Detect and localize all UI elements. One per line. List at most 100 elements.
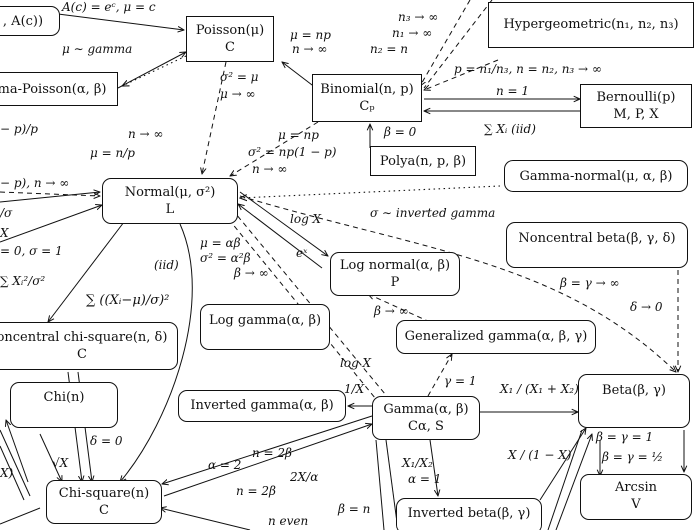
node-bernoulli: Bernoulli(p) M, P, X [580, 84, 692, 128]
node-noncentral-beta: Noncentral beta(β, γ, δ) [506, 222, 688, 268]
edge-gamma-down-2 [375, 439, 385, 530]
node-top-left-fragment-title: , A(c)) [2, 14, 44, 29]
node-poisson-props: C [225, 40, 235, 55]
edge-poisson-to-gamma-poisson [122, 55, 187, 86]
label-n-even: n even [268, 514, 309, 528]
node-arcsin: Arcsin V [580, 474, 692, 520]
node-beta: Beta(β, γ) [578, 374, 690, 428]
label-beta-n: β = n [338, 502, 371, 516]
edge-beta-to-inverted-beta [547, 429, 583, 530]
label-beta-0: β = 0 [384, 125, 417, 139]
node-normal: Normal(μ, σ²) L [102, 178, 238, 224]
node-binomial: Binomial(n, p) Cₚ [312, 74, 422, 122]
label-e-x: eˣ [296, 246, 308, 260]
label-log-x-2: log X [340, 356, 372, 370]
label-n-inf-2: n → ∞ [128, 127, 164, 141]
label-log-x-1: log X [290, 212, 322, 226]
node-noncentral-chi-square-props: C [77, 347, 87, 362]
node-poisson-title: Poisson(μ) [195, 23, 265, 38]
edge-gamma-to-inverted-beta [429, 439, 438, 496]
label-sum-xi2: ∑ Xᵢ²/σ² [0, 274, 46, 288]
node-binomial-title: Binomial(n, p) [320, 82, 414, 97]
label-mu-n-p: μ = n/p [90, 146, 135, 160]
label-mu-np: μ = np [290, 28, 331, 42]
node-gamma-poisson: ma-Poisson(α, β) [0, 72, 118, 106]
label-mu-gamma: μ ∼ gamma [62, 42, 133, 56]
node-gamma-props: Cα, S [408, 419, 444, 434]
edge-hyper-to-binom-3 [424, 59, 499, 90]
edge-normal-to-chi-square [120, 223, 193, 482]
edge-normal-to-beta [239, 195, 676, 372]
label-x1-x2: X₁/X₂ [402, 456, 433, 470]
node-gamma-poisson-title: ma-Poisson(α, β) [0, 82, 107, 97]
label-sqrt-x: √X [52, 456, 69, 470]
node-normal-props: L [165, 202, 175, 217]
edge-chi-to-chi-square [39, 433, 62, 482]
label-p-frac: − p)/p [0, 122, 38, 136]
label-n3-inf: n₃ → ∞ [398, 10, 439, 24]
edge-gamma-to-generalized [427, 354, 452, 397]
node-inverted-beta-title: Inverted beta(β, γ) [407, 506, 531, 521]
label-x-frag: X [0, 226, 9, 240]
label-neg-binom: − p), n → ∞ [0, 176, 70, 190]
edge-normal-to-lognormal [239, 191, 328, 256]
node-polya-title: Polya(n, p, β) [379, 154, 467, 169]
label-delta-0: δ → 0 [630, 300, 663, 314]
node-gamma-normal-title: Gamma-normal(μ, α, β) [519, 169, 673, 184]
node-bernoulli-props: M, P, X [613, 107, 659, 122]
edge-lognormal-to-normal [238, 204, 323, 269]
label-mu-inf: μ → ∞ [220, 87, 256, 101]
label-two-x-alpha: 2X/α [290, 470, 319, 484]
label-zero-one: = 0, σ = 1 [0, 244, 63, 258]
node-generalized-gamma-title: Generalized gamma(α, β, γ) [404, 329, 588, 344]
label-mu-ab: μ = αβ [200, 236, 241, 250]
label-a-c: A(c) = eᶜ, μ = c [62, 0, 156, 14]
label-beta-gamma-half: β = γ = ½ [602, 450, 664, 464]
node-log-normal: Log normal(α, β) P [330, 252, 460, 296]
node-beta-title: Beta(β, γ) [602, 383, 666, 398]
node-gamma: Gamma(α, β) Cα, S [372, 396, 480, 440]
label-gamma-1: γ = 1 [444, 374, 477, 388]
node-log-gamma-title: Log gamma(α, β) [208, 313, 322, 328]
label-alpha-1: α = 1 [408, 472, 442, 486]
node-log-normal-title: Log normal(α, β) [339, 258, 451, 273]
label-n-eq-1: n = 1 [496, 84, 530, 98]
label-hyper-to-binom: p = n₁/n₃, n = n₂, n₃ → ∞ [454, 62, 602, 76]
label-alpha-2: α = 2 [208, 458, 242, 472]
edge-poisson-to-normal [202, 61, 227, 174]
node-arcsin-props: V [631, 497, 641, 512]
label-iid: (iid) [154, 258, 179, 272]
label-x-frac: X / (1 − X) [508, 448, 572, 462]
node-noncentral-chi-square-title: oncentral chi-square(n, δ) [0, 330, 168, 345]
edge-left-to-normal-dash [0, 191, 100, 196]
node-noncentral-beta-title: Noncentral beta(β, γ, δ) [518, 231, 676, 246]
node-chi-title: Chi(n) [43, 390, 85, 405]
node-hypergeometric-title: Hypergeometric(n₁, n₂, n₃) [503, 17, 679, 32]
edge-left-bottom [0, 507, 41, 525]
node-hypergeometric: Hypergeometric(n₁, n₂, n₃) [488, 2, 694, 48]
label-n2-n: n₂ = n [370, 42, 408, 56]
edge-generalized-to-lognormal [368, 294, 431, 323]
label-slash-sigma: /σ [0, 206, 13, 220]
label-beta-gamma-1: β = γ = 1 [596, 430, 654, 444]
edge-binomial-to-poisson [282, 62, 317, 89]
label-beta-gamma-inf: β = γ → ∞ [560, 276, 620, 290]
edge-beta-up-from-bottom [555, 434, 592, 530]
edge-gamma-normal-to-normal [240, 185, 501, 198]
node-chi: Chi(n) [10, 382, 118, 428]
label-sum-std: ∑ ((Xᵢ−μ)/σ)² [86, 293, 170, 308]
node-gamma-title: Gamma(α, β) [383, 402, 469, 417]
node-arcsin-title: Arcsin [614, 480, 658, 495]
edge-hyper-to-binom-2 [423, 0, 493, 89]
node-inverted-beta: Inverted beta(β, γ) [396, 498, 542, 530]
edge-left-to-normal-1 [0, 192, 100, 203]
label-sigma-mu: σ² = μ [220, 70, 259, 84]
edge-chi-square-to-gamma [163, 424, 372, 497]
node-log-gamma: Log gamma(α, β) [200, 304, 330, 350]
node-binomial-props: Cₚ [359, 99, 375, 114]
edge-left-to-normal-2 [0, 205, 102, 243]
label-x1-frac: X₁ / (X₁ + X₂) [500, 382, 579, 396]
label-x-paren: X) [0, 466, 14, 480]
node-inverted-gamma: Inverted gamma(α, β) [178, 390, 346, 422]
